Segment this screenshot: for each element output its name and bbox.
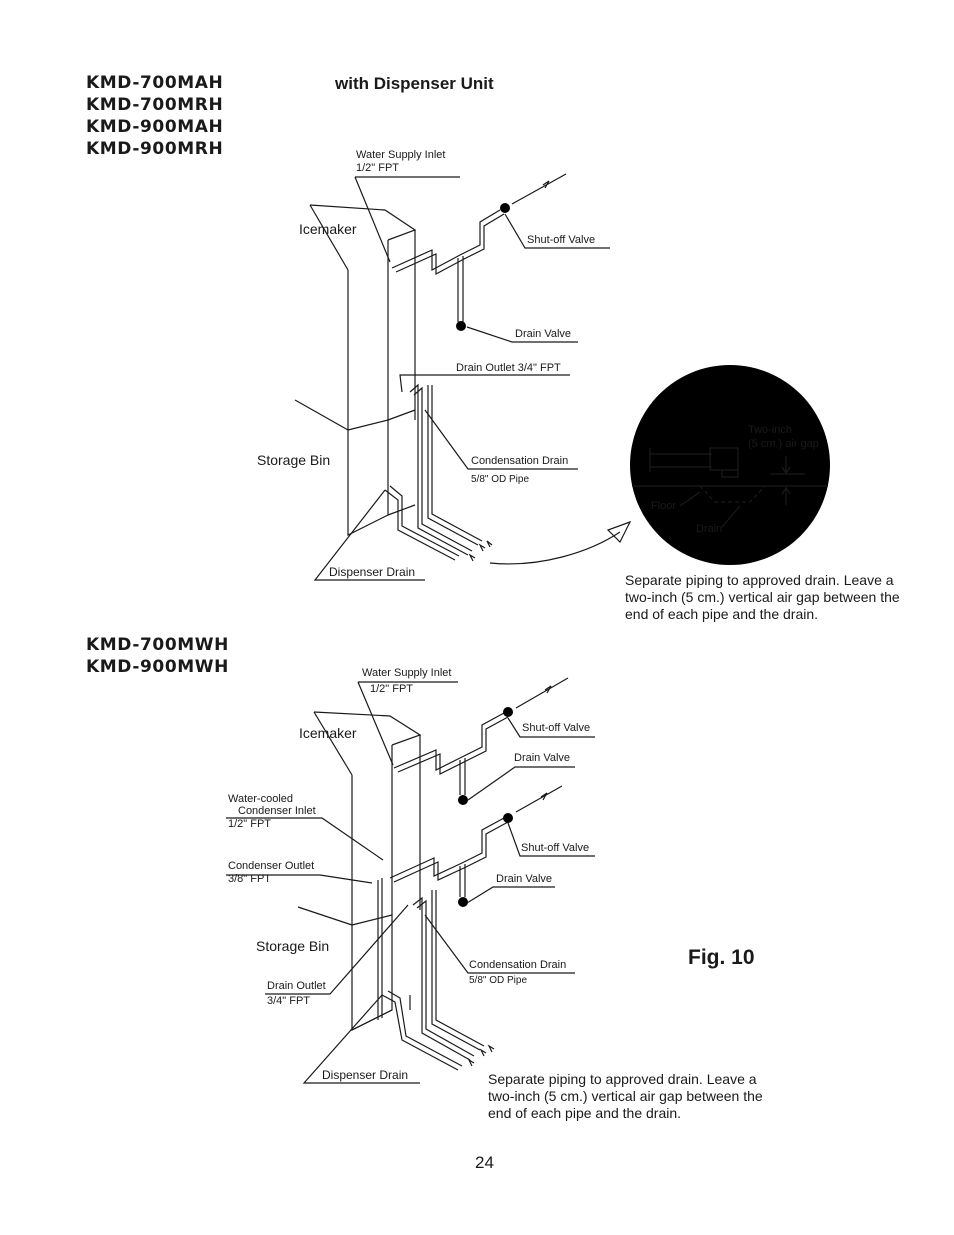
- air-gap-inset: [630, 365, 830, 565]
- label-drain-valve: Drain Valve: [514, 752, 571, 764]
- label-shutoff-valve: Shut-off Valve: [527, 234, 596, 246]
- label-water-supply-inlet: Water Supply Inlet: [362, 667, 452, 679]
- label-icemaker: Icemaker: [299, 221, 357, 237]
- note-bottom: Separate piping to approved drain. Leave…: [488, 1071, 763, 1121]
- label-water-supply-size: 1/2" FPT: [370, 683, 414, 695]
- label-condenser-outlet: Condenser Outlet: [228, 860, 315, 872]
- label-floor: Floor: [651, 500, 677, 512]
- top-leaders: [313, 176, 610, 581]
- label-water-supply-inlet: Water Supply Inlet: [356, 149, 446, 161]
- label-od-pipe: 5/8" OD Pipe: [469, 975, 528, 986]
- figure-label: Fig. 10: [688, 946, 755, 969]
- inset-arrow: [489, 531, 621, 565]
- model-name: KMD-900MAH: [86, 117, 224, 137]
- label-drain-valve: Drain Valve: [515, 328, 572, 340]
- model-list-top: KMD-700MAH KMD-700MRH KMD-900MAH KMD-900…: [86, 72, 223, 160]
- note-top: Separate piping to approved drain. Leave…: [625, 572, 900, 622]
- model-name: KMD-700MWH: [86, 635, 229, 655]
- label-dispenser-drain: Dispenser Drain: [322, 1068, 409, 1082]
- label-air-gap-1: Two-inch: [748, 424, 793, 436]
- label-condenser-outlet-size: 3/8" FPT: [228, 873, 272, 885]
- model-name: KMD-900MWH: [86, 657, 229, 677]
- label-storage-bin: Storage Bin: [256, 938, 330, 954]
- label-condenser-inlet: Condenser Inlet: [238, 805, 316, 817]
- label-condensation-drain: Condensation Drain: [469, 959, 567, 971]
- label-od-pipe: 5/8" OD Pipe: [471, 474, 530, 485]
- label-shutoff-valve-2: Shut-off Valve: [521, 842, 590, 854]
- label-shutoff-valve: Shut-off Valve: [522, 722, 591, 734]
- model-name: KMD-700MRH: [86, 95, 224, 115]
- label-icemaker: Icemaker: [299, 725, 357, 741]
- model-list-bottom: KMD-700MWH KMD-900MWH: [86, 634, 229, 678]
- bottom-leaders: [226, 681, 595, 1084]
- section-title: with Dispenser Unit: [335, 74, 494, 93]
- label-air-gap-2: (5 cm.) air gap: [748, 438, 819, 450]
- label-water-supply-size: 1/2" FPT: [356, 162, 400, 174]
- label-drain-outlet: Drain Outlet 3/4" FPT: [456, 362, 561, 374]
- bottom-unit-drawing: [297, 677, 569, 1071]
- label-drain-valve-2: Drain Valve: [496, 873, 553, 885]
- model-name: KMD-700MAH: [86, 73, 224, 93]
- label-condenser-inlet-size: 1/2" FPT: [228, 818, 272, 830]
- label-dispenser-drain: Dispenser Drain: [329, 565, 416, 579]
- label-drain-outlet-size: 3/4" FPT: [267, 995, 311, 1007]
- label-drain-outlet: Drain Outlet: [267, 980, 326, 992]
- inset-arrow-head: [606, 520, 632, 544]
- label-drain: Drain: [696, 523, 723, 535]
- label-water-cooled: Water-cooled: [228, 793, 294, 805]
- model-name: KMD-900MRH: [86, 139, 224, 159]
- page-number: 24: [475, 1153, 494, 1172]
- label-condensation-drain: Condensation Drain: [471, 455, 569, 467]
- top-unit-drawing: [294, 173, 567, 562]
- label-storage-bin: Storage Bin: [257, 452, 331, 468]
